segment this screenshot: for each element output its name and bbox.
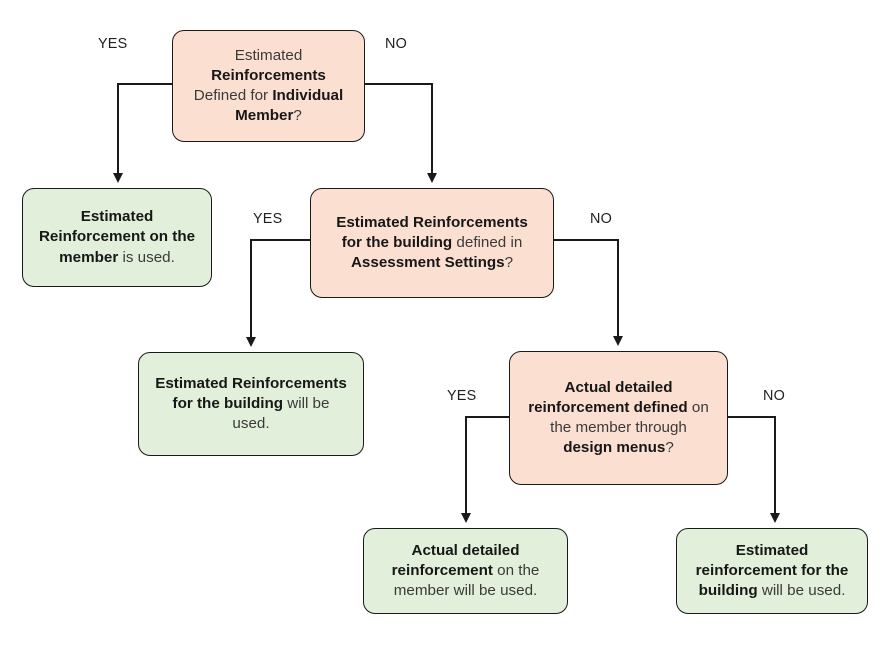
edge-label-q3-yes: YES: [447, 388, 477, 404]
edge-q2-yes: [246, 239, 310, 347]
edge-q2-no: [554, 239, 623, 346]
edge-q3-no: [728, 416, 780, 523]
edge-label-q3-no: NO: [763, 388, 785, 404]
edge-q1-yes: [113, 83, 172, 183]
edge-q3-yes: [461, 416, 509, 523]
edge-label-q2-yes: YES: [253, 211, 283, 227]
edge-label-q1-no: NO: [385, 36, 407, 52]
edge-label-q2-no: NO: [590, 211, 612, 227]
edge-label-q1-yes: YES: [98, 36, 128, 52]
edge-q1-no: [365, 83, 437, 183]
